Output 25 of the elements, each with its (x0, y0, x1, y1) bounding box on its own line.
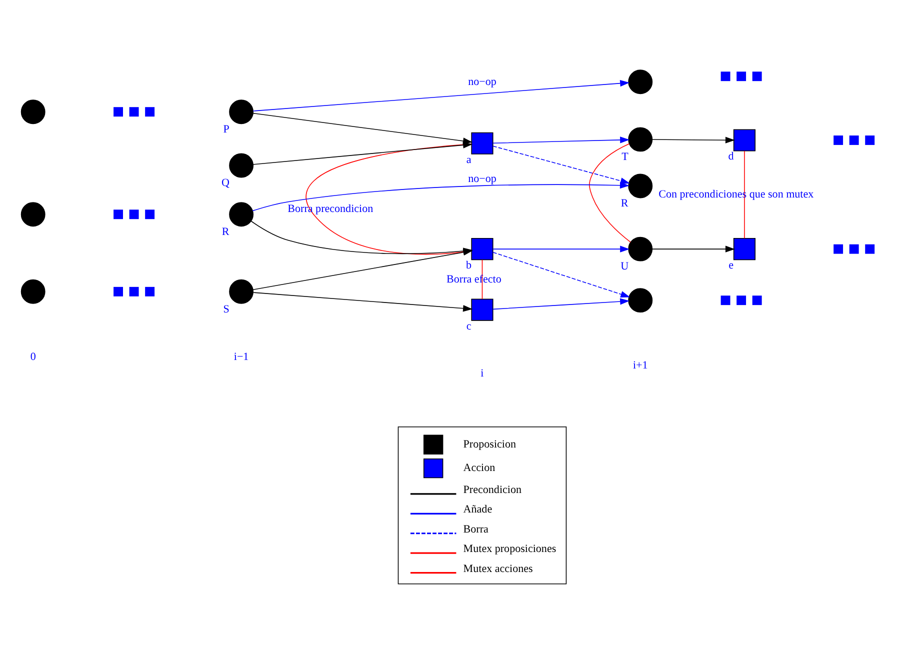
label: i+1 (632, 360, 648, 372)
node-label: d (728, 150, 734, 163)
node-label: T (622, 151, 628, 164)
node-label: U (620, 260, 629, 273)
node-label: b (466, 260, 472, 272)
node-label: R (620, 198, 628, 210)
node-label: R (222, 226, 230, 238)
legend-label: Añade (463, 504, 492, 516)
label: i (480, 368, 484, 380)
node-label: c (466, 320, 472, 332)
node-label: e (728, 260, 734, 272)
legend-label: Accion (463, 462, 496, 474)
legend-label: Borra (463, 523, 488, 536)
legend-label: Mutex proposiciones (463, 543, 556, 556)
label: 0 (30, 351, 36, 364)
node-label: Q (222, 177, 230, 190)
legend-label: Mutex acciones (463, 562, 533, 575)
edge-label: no−op (468, 76, 496, 88)
edge-label: no−op (468, 173, 496, 186)
node-label: S (223, 303, 230, 316)
node-label: a (466, 154, 472, 166)
node-label: P (223, 124, 230, 136)
legend-label: Precondicion (463, 484, 522, 496)
label: i−1 (234, 351, 249, 364)
legend-label: Proposicion (463, 438, 516, 451)
